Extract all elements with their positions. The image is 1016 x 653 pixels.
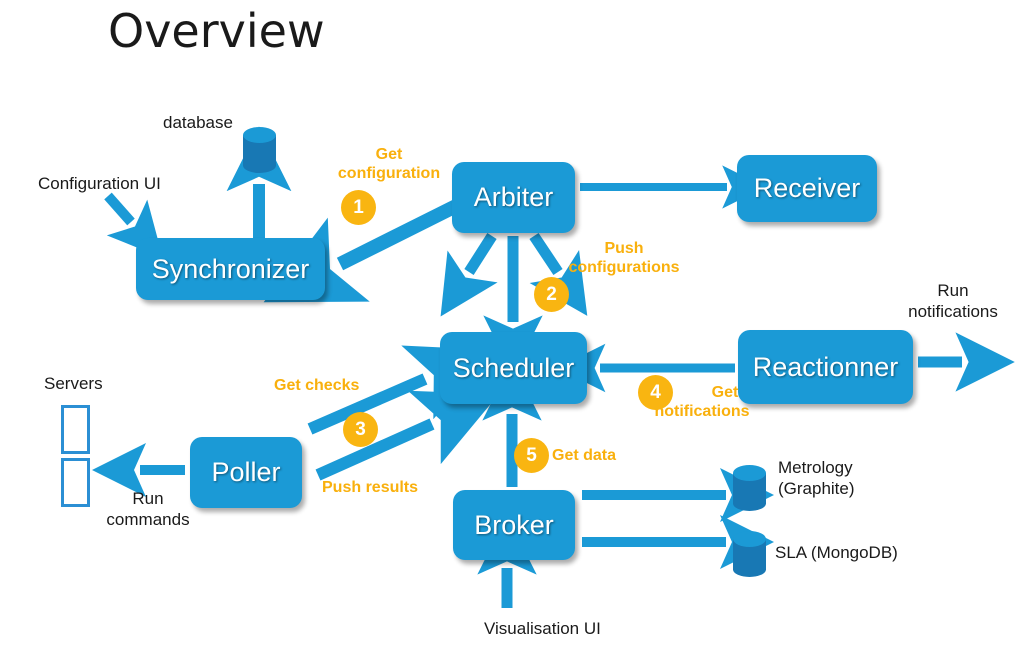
node-broker-label: Broker	[474, 509, 554, 540]
label-servers: Servers	[44, 374, 103, 393]
label-visualisation-ui: Visualisation UI	[484, 619, 601, 638]
step-badge-5: 5	[514, 438, 549, 473]
annotation-get-notifications-line2: notifications	[654, 403, 750, 421]
database-cylinder-icon	[243, 127, 276, 174]
label-run-commands-line2: commands	[106, 510, 190, 530]
label-configuration-ui: Configuration UI	[38, 174, 161, 193]
node-synchronizer-label: Synchronizer	[151, 253, 310, 284]
node-poller-label: Poller	[211, 457, 281, 487]
annotation-get-configuration-line1: Get	[375, 146, 403, 163]
node-reactionner[interactable]: Reactionner	[738, 330, 913, 404]
node-arbiter[interactable]: Arbiter	[452, 162, 575, 233]
arrow-arbiter-fan-left	[440, 233, 498, 317]
label-run-notifications: Run notifications	[893, 280, 1013, 323]
arrow-configuration-ui-to-synchronizer	[104, 192, 163, 258]
node-scheduler[interactable]: Scheduler	[440, 332, 587, 404]
label-run-notifications-line2: notifications	[908, 302, 998, 322]
label-metrology: Metrology (Graphite)	[778, 457, 855, 500]
label-metrology-line1: Metrology	[778, 458, 853, 477]
node-broker[interactable]: Broker	[453, 490, 575, 560]
label-database: database	[163, 113, 233, 132]
annotation-get-checks: Get checks	[274, 377, 360, 394]
annotation-get-configuration-line2: configuration	[337, 165, 441, 183]
node-arbiter-label: Arbiter	[473, 182, 554, 212]
label-run-commands: Run commands	[88, 488, 208, 531]
metrology-cylinder-icon	[733, 465, 766, 512]
page-title: Overview	[108, 4, 325, 58]
label-metrology-line2: (Graphite)	[778, 479, 855, 499]
node-reactionner-label: Reactionner	[752, 351, 899, 382]
server-box-2	[61, 458, 90, 507]
annotation-push-configurations-line2: configurations	[568, 259, 680, 277]
annotation-get-configuration: Get configuration	[301, 145, 477, 183]
server-box-1	[61, 405, 90, 454]
node-scheduler-label: Scheduler	[452, 352, 575, 383]
step-badge-1: 1	[341, 190, 376, 225]
step-badge-2: 2	[534, 277, 569, 312]
annotation-get-data: Get data	[552, 447, 617, 464]
sla-cylinder-icon	[733, 531, 766, 578]
annotation-get-notifications-line1: Get	[711, 384, 739, 401]
step-badge-3: 3	[343, 412, 378, 447]
annotation-push-configurations: Push configurations	[535, 239, 713, 277]
node-receiver[interactable]: Receiver	[737, 155, 877, 222]
annotation-push-configurations-line1: Push	[604, 240, 644, 257]
label-run-commands-line1: Run	[132, 489, 164, 508]
label-run-notifications-line1: Run	[937, 281, 969, 300]
step-badge-4: 4	[638, 375, 673, 410]
node-poller[interactable]: Poller	[190, 437, 302, 508]
annotation-push-results: Push results	[322, 479, 419, 496]
label-sla: SLA (MongoDB)	[775, 543, 898, 562]
annotation-get-notifications: Get notifications	[625, 383, 779, 421]
node-receiver-label: Receiver	[753, 173, 861, 203]
node-synchronizer[interactable]: Synchronizer	[136, 238, 325, 300]
